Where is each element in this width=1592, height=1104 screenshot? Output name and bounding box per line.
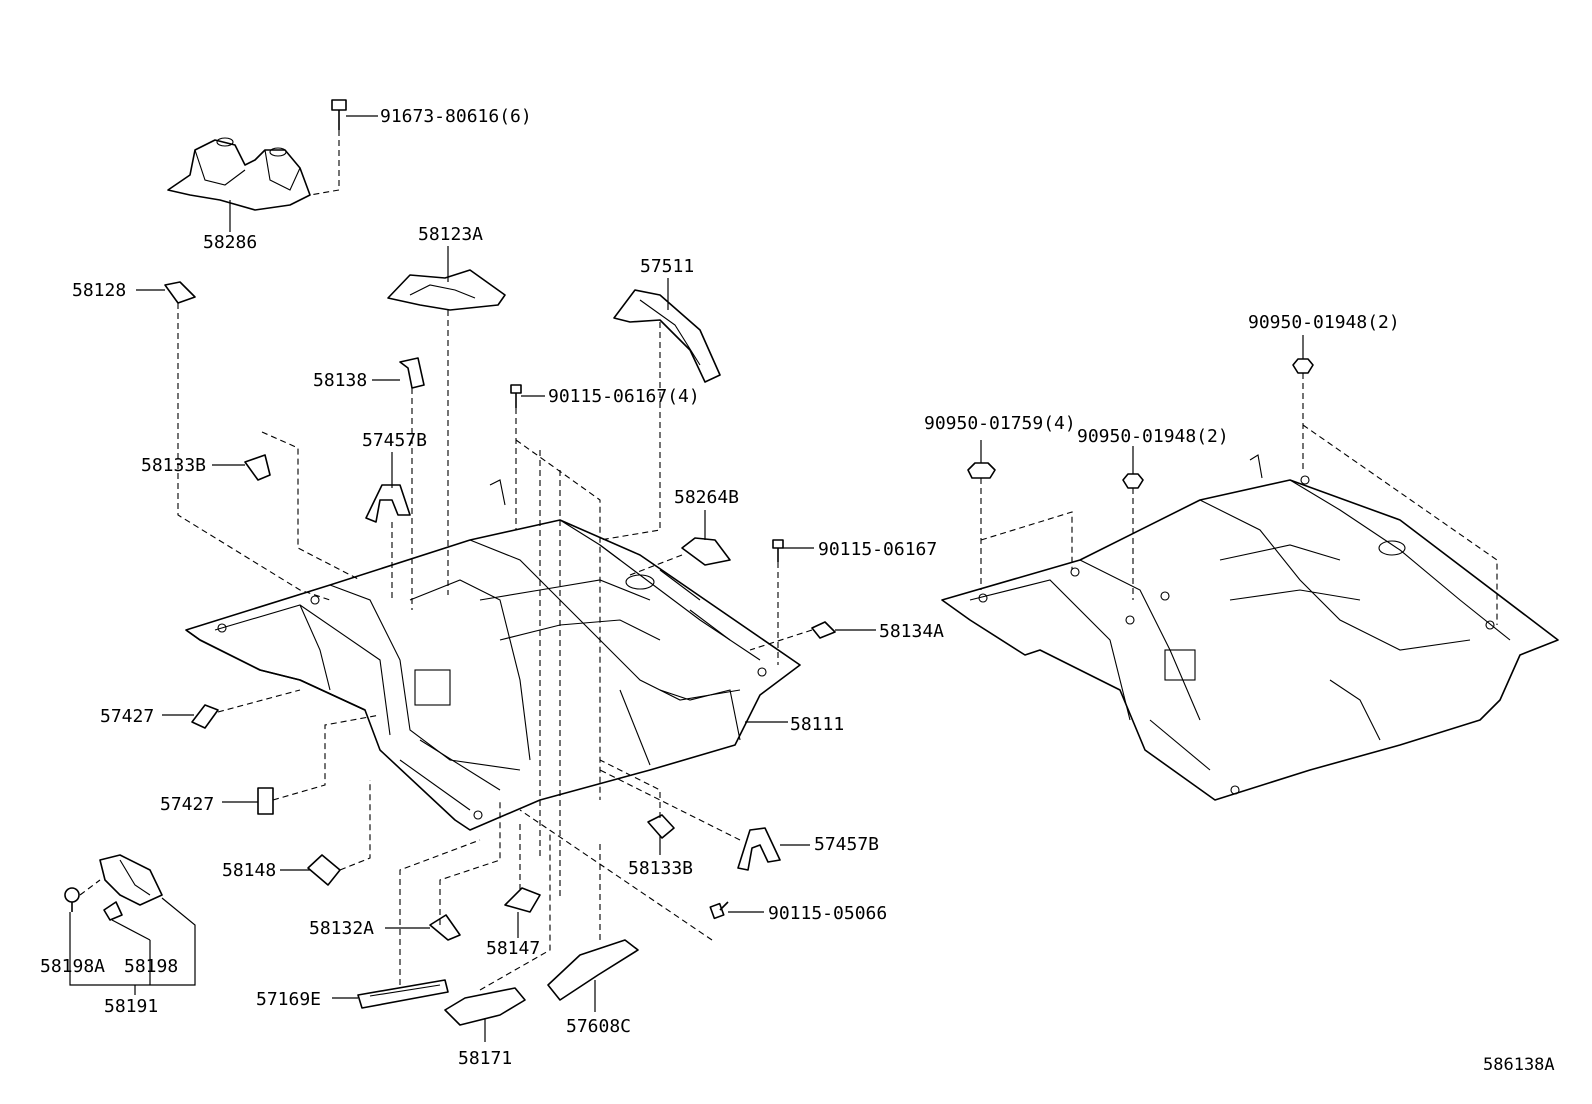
cover-58191 (64, 854, 163, 921)
label-90950-01948-top: 90950-01948(2) (1248, 312, 1400, 333)
label-58198: 58198 (124, 956, 178, 977)
bracket-58133B-lower (647, 814, 675, 839)
assembly-lines (79, 130, 1498, 991)
label-90950-01948-mid: 90950-01948(2) (1077, 426, 1229, 447)
bolt-90115-06167-4-icon (510, 384, 522, 408)
label-90115-06167: 90115-06167 (818, 539, 937, 560)
plate-58123A (387, 269, 506, 311)
label-58198A: 58198A (40, 956, 105, 977)
label-57427-upper: 57427 (100, 706, 154, 727)
pad-57169E (357, 979, 449, 1009)
nut-90950-01759-icon (967, 462, 996, 479)
bracket-58138 (399, 357, 425, 389)
label-57427-lower: 57427 (160, 794, 214, 815)
shift-lever-boot-58286 (167, 137, 311, 211)
diagram-reference-code: 586138A (1483, 1055, 1555, 1075)
clip-58134A (811, 621, 836, 639)
bracket-58132A (429, 914, 461, 941)
pad-58264B (681, 537, 731, 566)
plug-57427-upper (191, 704, 219, 729)
label-90115-05066: 90115-05066 (768, 903, 887, 924)
label-58132A: 58132A (309, 918, 374, 939)
nut-90950-01948-top-icon (1292, 358, 1314, 374)
bracket-58133B-left (244, 454, 271, 481)
label-91673-80616: 91673-80616(6) (380, 106, 532, 127)
label-57608C: 57608C (566, 1016, 631, 1037)
label-58123A: 58123A (418, 224, 483, 245)
label-90115-06167-4: 90115-06167(4) (548, 386, 700, 407)
bolt-91673-icon (331, 99, 347, 130)
label-58134A: 58134A (879, 621, 944, 642)
label-58171: 58171 (458, 1048, 512, 1069)
label-57511: 57511 (640, 256, 694, 277)
label-58264B: 58264B (674, 487, 739, 508)
plug-57427-lower (257, 787, 274, 815)
callout-labels: 91673-80616(6) 58286 58123A 57511 58128 … (40, 106, 1555, 1075)
label-57457B-lower: 57457B (814, 834, 879, 855)
floor-pan-main (185, 479, 801, 831)
nut-90950-01948-mid-icon (1122, 473, 1144, 489)
label-58133B-left: 58133B (141, 455, 206, 476)
label-58191: 58191 (104, 996, 158, 1017)
bolt-90115-05066-icon (709, 901, 729, 920)
label-58148: 58148 (222, 860, 276, 881)
label-58138: 58138 (313, 370, 367, 391)
bracket-57457B-upper (365, 484, 411, 523)
label-57457B-upper: 57457B (362, 430, 427, 451)
label-58286: 58286 (203, 232, 257, 253)
label-58147: 58147 (486, 938, 540, 959)
label-57169E: 57169E (256, 989, 321, 1010)
floor-pan-alternate (941, 454, 1559, 801)
bracket-58171 (444, 987, 526, 1026)
reinforcement-57608C (547, 939, 639, 1001)
leader-lines (69, 115, 1304, 1042)
bracket-57511 (613, 289, 721, 383)
label-58133B-lower: 58133B (628, 858, 693, 879)
clip-58128 (164, 281, 196, 304)
label-58111: 58111 (790, 714, 844, 735)
label-90950-01759: 90950-01759(4) (924, 413, 1076, 434)
bolt-90115-06167-icon (772, 539, 784, 562)
bracket-58148 (307, 854, 341, 886)
bracket-58147 (504, 887, 541, 913)
bracket-57457B-lower (737, 827, 781, 871)
label-58128: 58128 (72, 280, 126, 301)
